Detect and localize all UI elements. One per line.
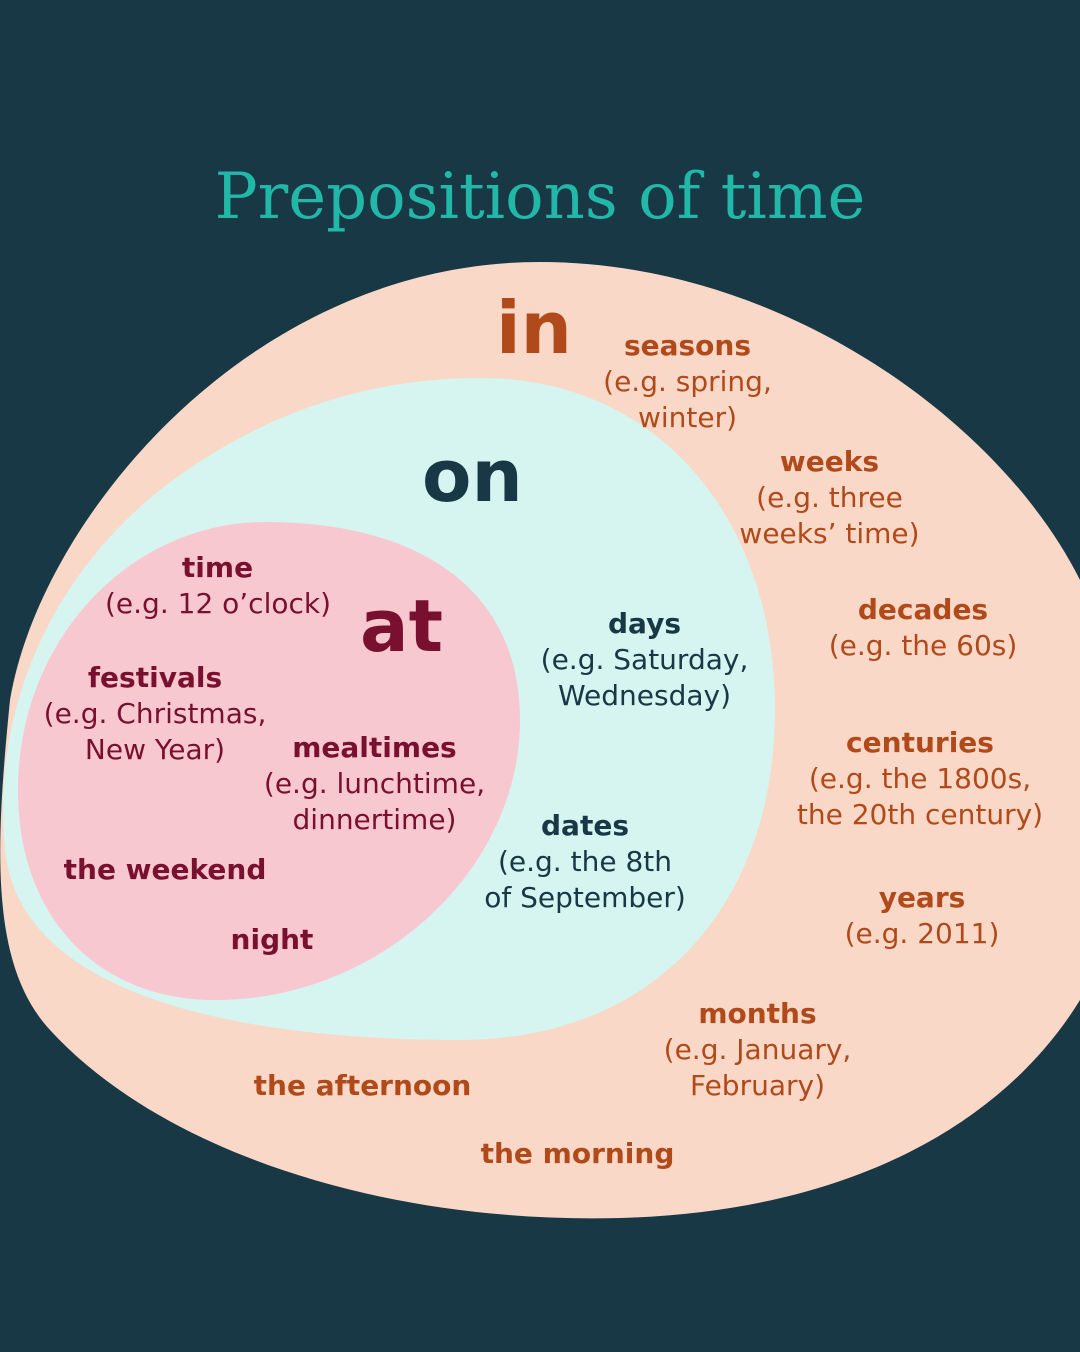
at-item-night: night: [230, 923, 314, 956]
in-label: in: [496, 286, 572, 370]
at-item-festivals: festivals (e.g. Christmas, New Year): [43, 661, 267, 766]
at-item-time: time (e.g. 12 o’clock): [105, 551, 332, 620]
at-region: [18, 522, 520, 1000]
in-item-months: months (e.g. January, February): [663, 997, 852, 1102]
page-title: Prepositions of time: [214, 160, 866, 234]
at-item-mealtimes: mealtimes (e.g. lunchtime, dinnertime): [263, 731, 486, 836]
on-item-days: days (e.g. Saturday, Wednesday): [540, 607, 749, 712]
on-label: on: [422, 434, 523, 518]
in-item-weeks: weeks (e.g. three weeks’ time): [739, 445, 920, 550]
in-item-centuries: centuries (e.g. the 1800s, the 20th cent…: [796, 726, 1044, 831]
in-item-years: years (e.g. 2011): [844, 881, 1000, 950]
in-item-morning: the morning: [480, 1137, 675, 1170]
in-item-afternoon: the afternoon: [253, 1069, 472, 1102]
in-item-seasons: seasons (e.g. spring, winter): [603, 329, 772, 434]
in-item-decades: decades (e.g. the 60s): [828, 593, 1018, 662]
on-item-dates: dates (e.g. the 8th of September): [484, 809, 686, 914]
at-item-weekend: the weekend: [63, 853, 267, 886]
at-label: at: [360, 584, 444, 668]
